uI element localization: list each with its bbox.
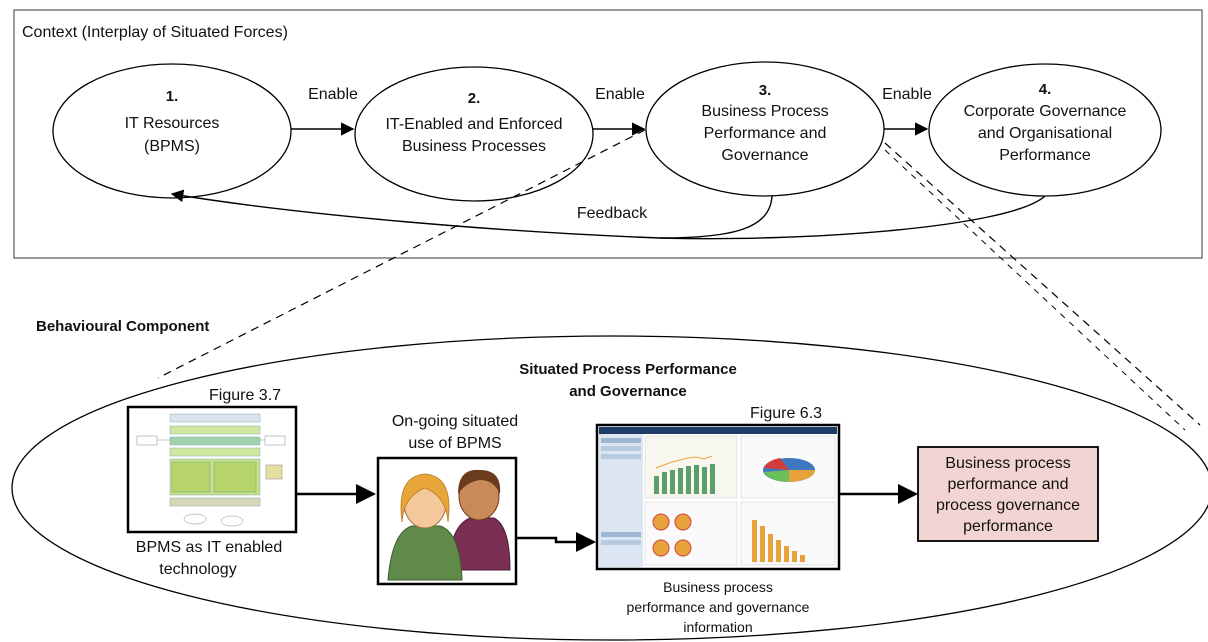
node-number: 3. (759, 82, 772, 99)
node-label-line: IT Resources (125, 115, 220, 132)
figure-6-3-label-line: information (683, 619, 752, 635)
zoom-line-right-inner (884, 149, 1186, 431)
enable-label: Enable (308, 86, 358, 103)
ellipse-title-line: and Governance (569, 383, 687, 400)
node-label-line: Business Processes (402, 138, 546, 155)
result-box-line: performance and (948, 476, 1069, 493)
node-label-line: Performance (999, 147, 1091, 164)
node-number: 1. (166, 88, 179, 105)
ellipse-title-line: Situated Process Performance (519, 361, 737, 378)
figure-3-7-image (126, 405, 298, 534)
node-number: 2. (468, 90, 481, 107)
figure-6-3-label-line: performance and governance (627, 599, 810, 615)
node-label-line: IT-Enabled and Enforced (385, 116, 562, 133)
figure-3-7-label-line: BPMS as IT enabled (136, 539, 282, 556)
enable-label: Enable (595, 86, 645, 103)
node-label-line: and Organisational (978, 125, 1112, 142)
node-process-performance-governance: 3. Business Process Performance and Gove… (645, 61, 885, 197)
node-label-line: Governance (721, 147, 808, 164)
node-label-line: Performance and (704, 125, 827, 142)
node-label-line: (BPMS) (144, 138, 200, 155)
figure-3-7-label-line: technology (159, 561, 236, 578)
feedback-arrow-from-node3 (659, 195, 773, 239)
context-title: Context (Interplay of Situated Forces) (22, 24, 288, 41)
result-box: Business process performance and process… (917, 446, 1099, 542)
result-box-line: Business process (945, 455, 1070, 472)
node-number: 4. (1039, 81, 1052, 98)
behavioural-title: Behavioural Component (36, 318, 209, 335)
behavioural-ellipse (11, 335, 1208, 641)
figure-6-3-label-line: Business process (663, 579, 773, 595)
figure-6-3-dashboard-image (595, 423, 841, 571)
zoom-line-right (884, 142, 1201, 426)
feedback-label: Feedback (577, 205, 648, 222)
enable-label: Enable (882, 86, 932, 103)
figure-3-7-caption: Figure 3.7 (209, 387, 281, 404)
users-image (376, 456, 518, 586)
feedback-arrow-from-node4 (170, 189, 1046, 240)
node-it-resources: 1. IT Resources (BPMS) (52, 63, 292, 199)
node-it-enabled-processes: 2. IT-Enabled and Enforced Business Proc… (354, 66, 594, 202)
zoom-line-left (157, 129, 646, 379)
users-caption-line: On-going situated (392, 413, 518, 430)
result-box-line: performance (963, 518, 1053, 535)
flow-arrow (516, 532, 596, 552)
node-corporate-governance: 4. Corporate Governance and Organisation… (928, 63, 1162, 197)
figure-6-3-caption: Figure 6.3 (750, 405, 822, 422)
users-caption-line: use of BPMS (408, 435, 501, 452)
result-box-line: process governance (936, 497, 1080, 514)
node-label-line: Corporate Governance (964, 103, 1127, 120)
node-label-line: Business Process (701, 103, 828, 120)
